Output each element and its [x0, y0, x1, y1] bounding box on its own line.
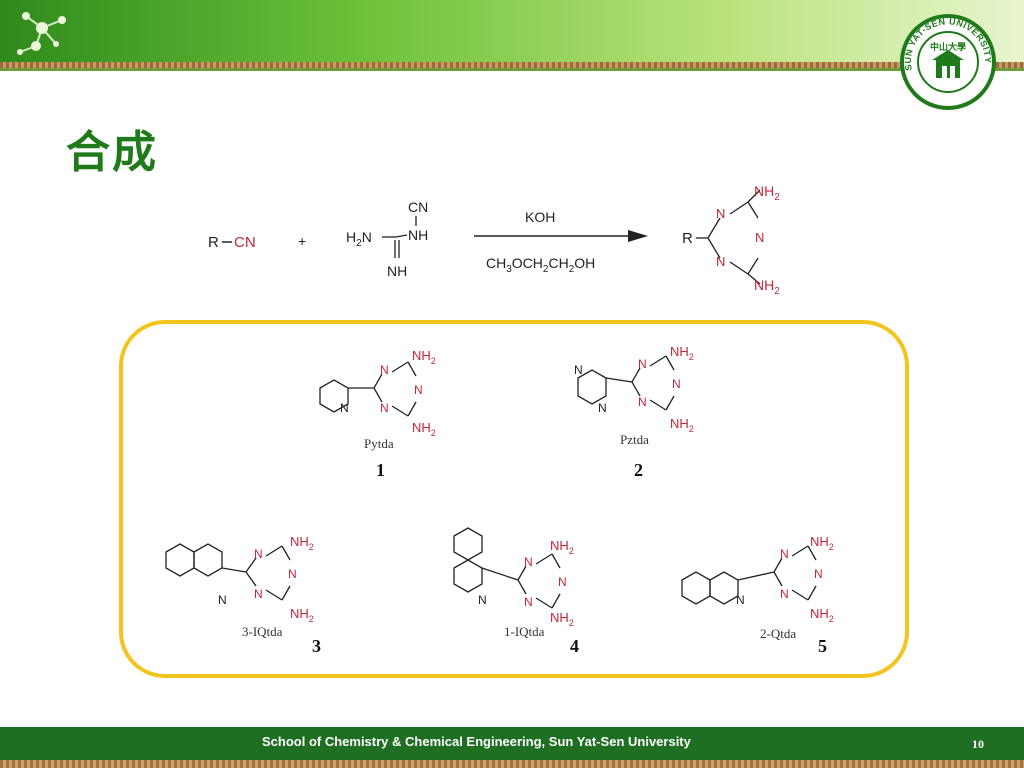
- pztda-nh2-bottom: NH2: [670, 416, 694, 434]
- compound-name: 2-Qtda: [760, 626, 796, 641]
- compound-name: Pytda: [364, 436, 394, 451]
- compound-name: Pztda: [620, 432, 649, 447]
- 3iq-nh2-top: NH2: [290, 534, 314, 552]
- footer-bar: [0, 727, 1024, 760]
- pztda-n2: N: [672, 377, 681, 391]
- compound-2-qtda: N N N N NH2 NH2 2-Qtda 5: [681, 534, 834, 656]
- pytda-n1: N: [380, 363, 389, 377]
- product-nh2-top: NH2: [754, 183, 780, 203]
- pztda-pyrazine-n2: N: [598, 401, 607, 415]
- product-n1: N: [716, 206, 725, 221]
- condition-koh: KOH: [525, 209, 555, 225]
- compound-name: 1-IQtda: [504, 624, 545, 639]
- reagent-h-sub: 2: [356, 238, 362, 249]
- compound-name: 3-IQtda: [242, 624, 283, 639]
- top-banner: [0, 0, 1024, 62]
- compound-number: 1: [376, 460, 385, 480]
- 1iq-nh2-bottom: NH2: [550, 610, 574, 628]
- reactant-cn: CN: [234, 234, 256, 251]
- banner-accent-line: [0, 68, 1024, 71]
- compound-number: 3: [312, 636, 321, 656]
- 2q-n2: N: [814, 567, 823, 581]
- reagent-n: N: [362, 229, 372, 245]
- 1iq-n2: N: [558, 575, 567, 589]
- molecule-logo-icon: [17, 12, 66, 55]
- 3iq-n1: N: [254, 547, 263, 561]
- 3iq-nh2-bottom: NH2: [290, 606, 314, 624]
- 2q-n1: N: [780, 547, 789, 561]
- 1iq-n1: N: [524, 555, 533, 569]
- pytda-nh2-bottom: NH2: [412, 420, 436, 438]
- 2q-n3: N: [780, 587, 789, 601]
- product-n2: N: [755, 230, 764, 245]
- reagent-nh: NH: [408, 227, 428, 243]
- product-r: R: [682, 230, 693, 247]
- reagent-imine: NH: [387, 263, 407, 279]
- 3iq-n3: N: [254, 587, 263, 601]
- footer-institution: School of Chemistry & Chemical Engineeri…: [262, 734, 691, 749]
- reactant-r: R: [208, 234, 219, 251]
- compound-pytda: N N N N NH2 NH2 Pytda 1: [319, 348, 436, 480]
- compound-pztda: N N N N N NH2 NH2 Pztda 2: [574, 344, 694, 480]
- 1iq-nh2-top: NH2: [550, 538, 574, 556]
- product-n3: N: [716, 254, 725, 269]
- pztda-nh2-top: NH2: [670, 344, 694, 362]
- compounds-box: [119, 320, 909, 678]
- pytda-nh2-top: NH2: [412, 348, 436, 366]
- reagent-cn: CN: [408, 199, 428, 215]
- university-seal-icon: SUN YAT-SEN UNIVERSITY 中山大學: [900, 14, 996, 110]
- compound-1-iqtda: N N N N NH2 NH2 1-IQtda 4: [453, 527, 579, 656]
- footer-stripe: [0, 760, 1024, 768]
- 2q-ring-n: N: [736, 593, 745, 607]
- pztda-n1: N: [638, 357, 647, 371]
- page-number: 10: [972, 737, 984, 751]
- pztda-pyrazine-n1: N: [574, 363, 583, 377]
- compound-3-iqtda: N N N N NH2 NH2 3-IQtda 3: [165, 534, 321, 656]
- 1iq-n3: N: [524, 595, 533, 609]
- product-nh2-bottom: NH2: [754, 277, 780, 297]
- seal-chinese-text: 中山大學: [930, 41, 966, 52]
- compound-number: 4: [570, 636, 579, 656]
- compound-number: 5: [818, 636, 827, 656]
- reaction-scheme: R CN + CN NH H2N NH KOH CH3OCH2CH2OH R N…: [208, 183, 780, 297]
- 2q-nh2-top: NH2: [810, 534, 834, 552]
- slide-title: 合成: [66, 127, 158, 178]
- pytda-n2: N: [414, 383, 423, 397]
- condition-solvent: CH3OCH2CH2OH: [486, 255, 595, 275]
- 3iq-ring-n: N: [218, 593, 227, 607]
- svg-text:H2N: H2N: [346, 229, 372, 249]
- 3iq-n2: N: [288, 567, 297, 581]
- pytda-n3: N: [380, 401, 389, 415]
- plus-sign: +: [298, 233, 306, 249]
- 2q-nh2-bottom: NH2: [810, 606, 834, 624]
- pztda-n3: N: [638, 395, 647, 409]
- reagent-h: H: [346, 229, 356, 245]
- compound-number: 2: [634, 460, 643, 480]
- banner-stripe: [0, 62, 1024, 68]
- pytda-pyridine-n: N: [340, 401, 349, 415]
- 1iq-ring-n: N: [478, 593, 487, 607]
